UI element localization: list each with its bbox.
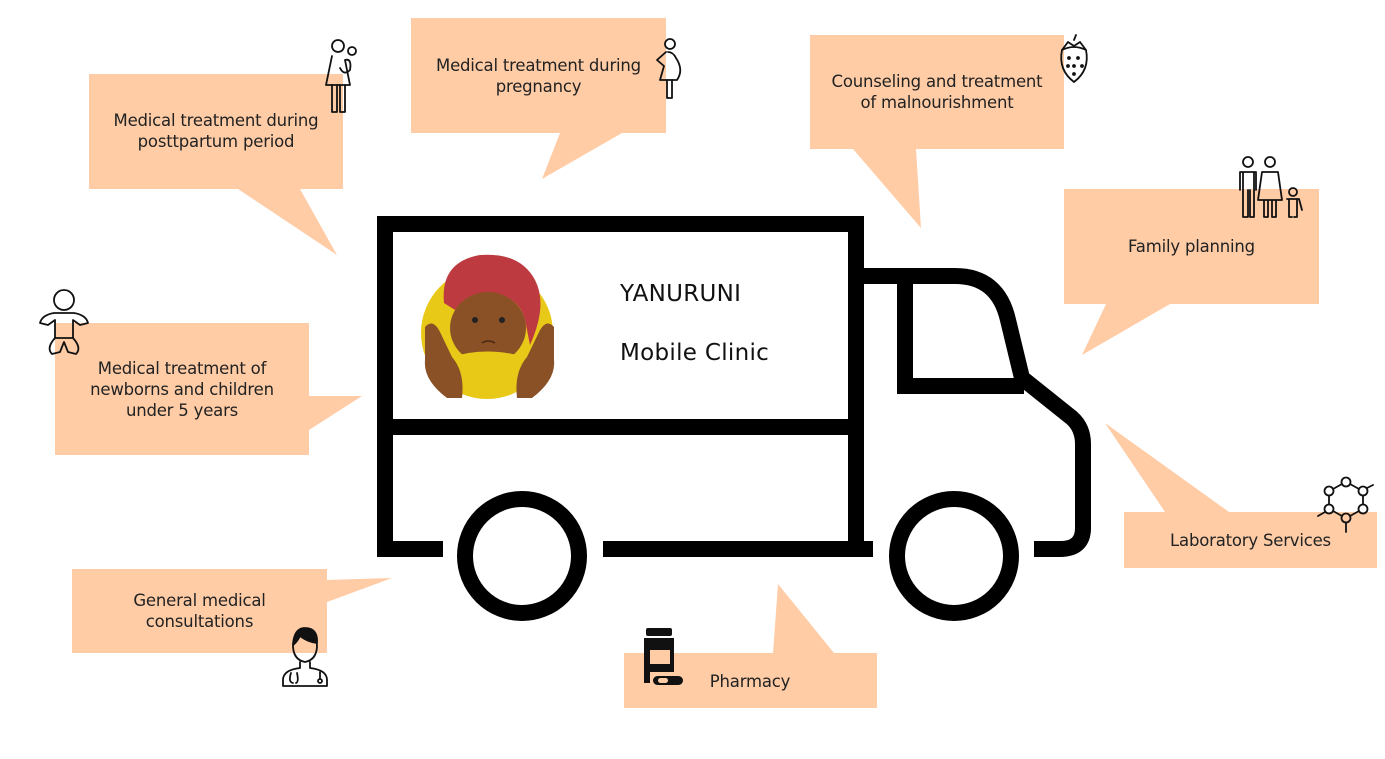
label-family-planning: Family planning bbox=[1064, 236, 1319, 257]
strawberry-icon bbox=[1060, 34, 1088, 83]
label-pharmacy: Pharmacy bbox=[690, 671, 810, 692]
molecule-icon bbox=[1317, 476, 1374, 533]
callout-postpartum bbox=[89, 74, 343, 255]
label-newborns: Medical treatment of newborns and childr… bbox=[55, 358, 309, 421]
family-icon bbox=[1239, 156, 1303, 218]
label-line: Laboratory Services bbox=[1170, 531, 1331, 550]
doctor-icon bbox=[282, 627, 328, 687]
label-general: General medical consultations bbox=[72, 590, 327, 632]
label-line: Family planning bbox=[1128, 237, 1255, 256]
mother-with-baby-icon bbox=[325, 39, 357, 113]
label-line: of malnourishment bbox=[860, 93, 1014, 112]
baby-in-hands-logo bbox=[421, 254, 555, 399]
label-malnourishment: Counseling and treatment of malnourishme… bbox=[810, 71, 1064, 113]
truck-cargo-bottom bbox=[377, 419, 864, 557]
callouts bbox=[55, 18, 1377, 708]
label-line: newborns and children bbox=[90, 380, 274, 399]
truck-cab bbox=[856, 268, 1091, 557]
baby-icon bbox=[39, 289, 89, 355]
label-line: Medical treatment during bbox=[436, 56, 641, 75]
label-pregnancy: Medical treatment during pregnancy bbox=[411, 55, 666, 97]
callout-pregnancy bbox=[411, 18, 666, 179]
callout-malnourishment bbox=[810, 35, 1064, 228]
label-line: Pharmacy bbox=[709, 672, 791, 691]
callout-newborns bbox=[55, 323, 362, 455]
truck-wheel-rear bbox=[457, 491, 587, 621]
callout-laboratory bbox=[1105, 423, 1377, 568]
callout-family-planning bbox=[1064, 189, 1319, 355]
callout-pharmacy bbox=[624, 584, 877, 708]
label-line: Medical treatment of bbox=[97, 359, 267, 378]
label-line: posttpartum period bbox=[137, 132, 295, 151]
label-laboratory: Laboratory Services bbox=[1124, 530, 1377, 551]
pregnant-woman-icon bbox=[656, 38, 682, 99]
label-line: consultations bbox=[145, 612, 254, 631]
clinic-subtitle: Mobile Clinic bbox=[620, 340, 770, 366]
truck-wheel-front bbox=[889, 491, 1019, 621]
truck bbox=[377, 216, 1091, 621]
label-line: Medical treatment during bbox=[113, 111, 319, 130]
label-line: under 5 years bbox=[125, 401, 239, 420]
label-line: pregnancy bbox=[495, 77, 582, 96]
clinic-name: YANURUNI bbox=[620, 281, 742, 307]
label-line: General medical bbox=[133, 591, 266, 610]
truck-window bbox=[897, 276, 1024, 394]
medicine-bottle-icon bbox=[644, 628, 683, 685]
label-line: Counseling and treatment bbox=[831, 72, 1043, 91]
label-postpartum: Medical treatment during posttpartum per… bbox=[89, 110, 343, 152]
